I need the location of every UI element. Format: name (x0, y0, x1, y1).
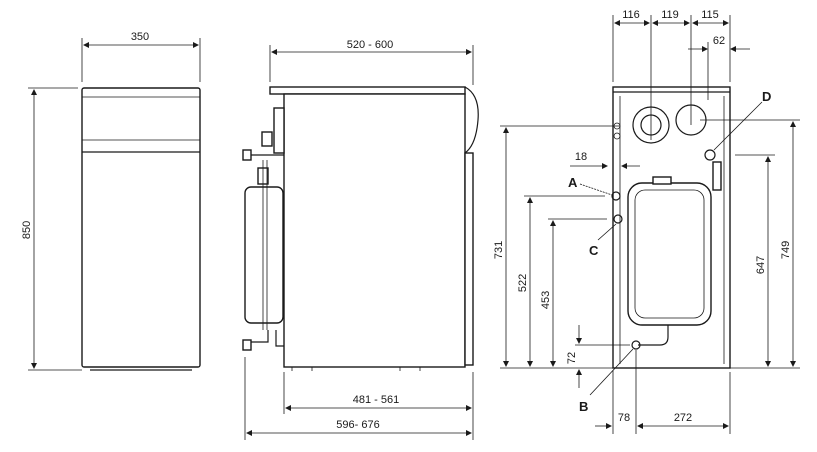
dim-116: 116 (622, 9, 640, 21)
side-body-depth-dimension: 481 - 561 (283, 372, 474, 440)
connection-d (704, 149, 716, 161)
label-a: A (568, 175, 578, 190)
label-b: B (579, 399, 588, 414)
rear-bottom-dimensions: 78 272 (595, 350, 731, 434)
dim-115: 115 (701, 9, 719, 21)
front-width-dimension: 350 (81, 31, 201, 82)
body-depth-label: 481 - 561 (353, 394, 399, 406)
dim-72: 72 (566, 352, 578, 364)
total-depth-label: 596- 676 (336, 419, 379, 431)
label-c: C (589, 243, 599, 258)
label-d: D (762, 89, 771, 104)
side-total-depth-dimension: 596- 676 (244, 357, 472, 440)
dim-647: 647 (755, 256, 767, 274)
width-label: 350 (131, 31, 149, 43)
expansion-vessel-side (244, 186, 284, 324)
dim-119: 119 (661, 9, 679, 21)
dim-78: 78 (618, 412, 630, 424)
dim-272: 272 (674, 412, 692, 424)
rear-height-dimensions: 731 522 453 72 647 749 (493, 119, 800, 388)
dim-522: 522 (517, 274, 529, 292)
side-top-depth-dimension: 520 - 600 (269, 39, 474, 85)
dim-453: 453 (540, 291, 552, 309)
expansion-vessel-rear (627, 182, 712, 326)
height-label: 850 (21, 221, 33, 239)
connection-a (611, 191, 621, 201)
side-view: 520 - 600 481 - 561 596- 676 (242, 39, 479, 440)
front-height-dimension: 850 (21, 87, 82, 371)
connection-b (631, 340, 641, 350)
front-view: 350 850 (21, 31, 201, 371)
rear-top-dimensions: 116 119 115 62 18 (570, 9, 750, 169)
connection-c (613, 214, 623, 224)
dim-749: 749 (780, 241, 792, 259)
dim-731: 731 (493, 241, 505, 259)
connection-labels: A C B D (568, 89, 771, 414)
dim-62: 62 (713, 35, 725, 47)
top-depth-label: 520 - 600 (347, 39, 393, 51)
rear-view: 116 119 115 62 18 731 522 453 72 (493, 9, 800, 434)
dim-18: 18 (575, 151, 587, 163)
